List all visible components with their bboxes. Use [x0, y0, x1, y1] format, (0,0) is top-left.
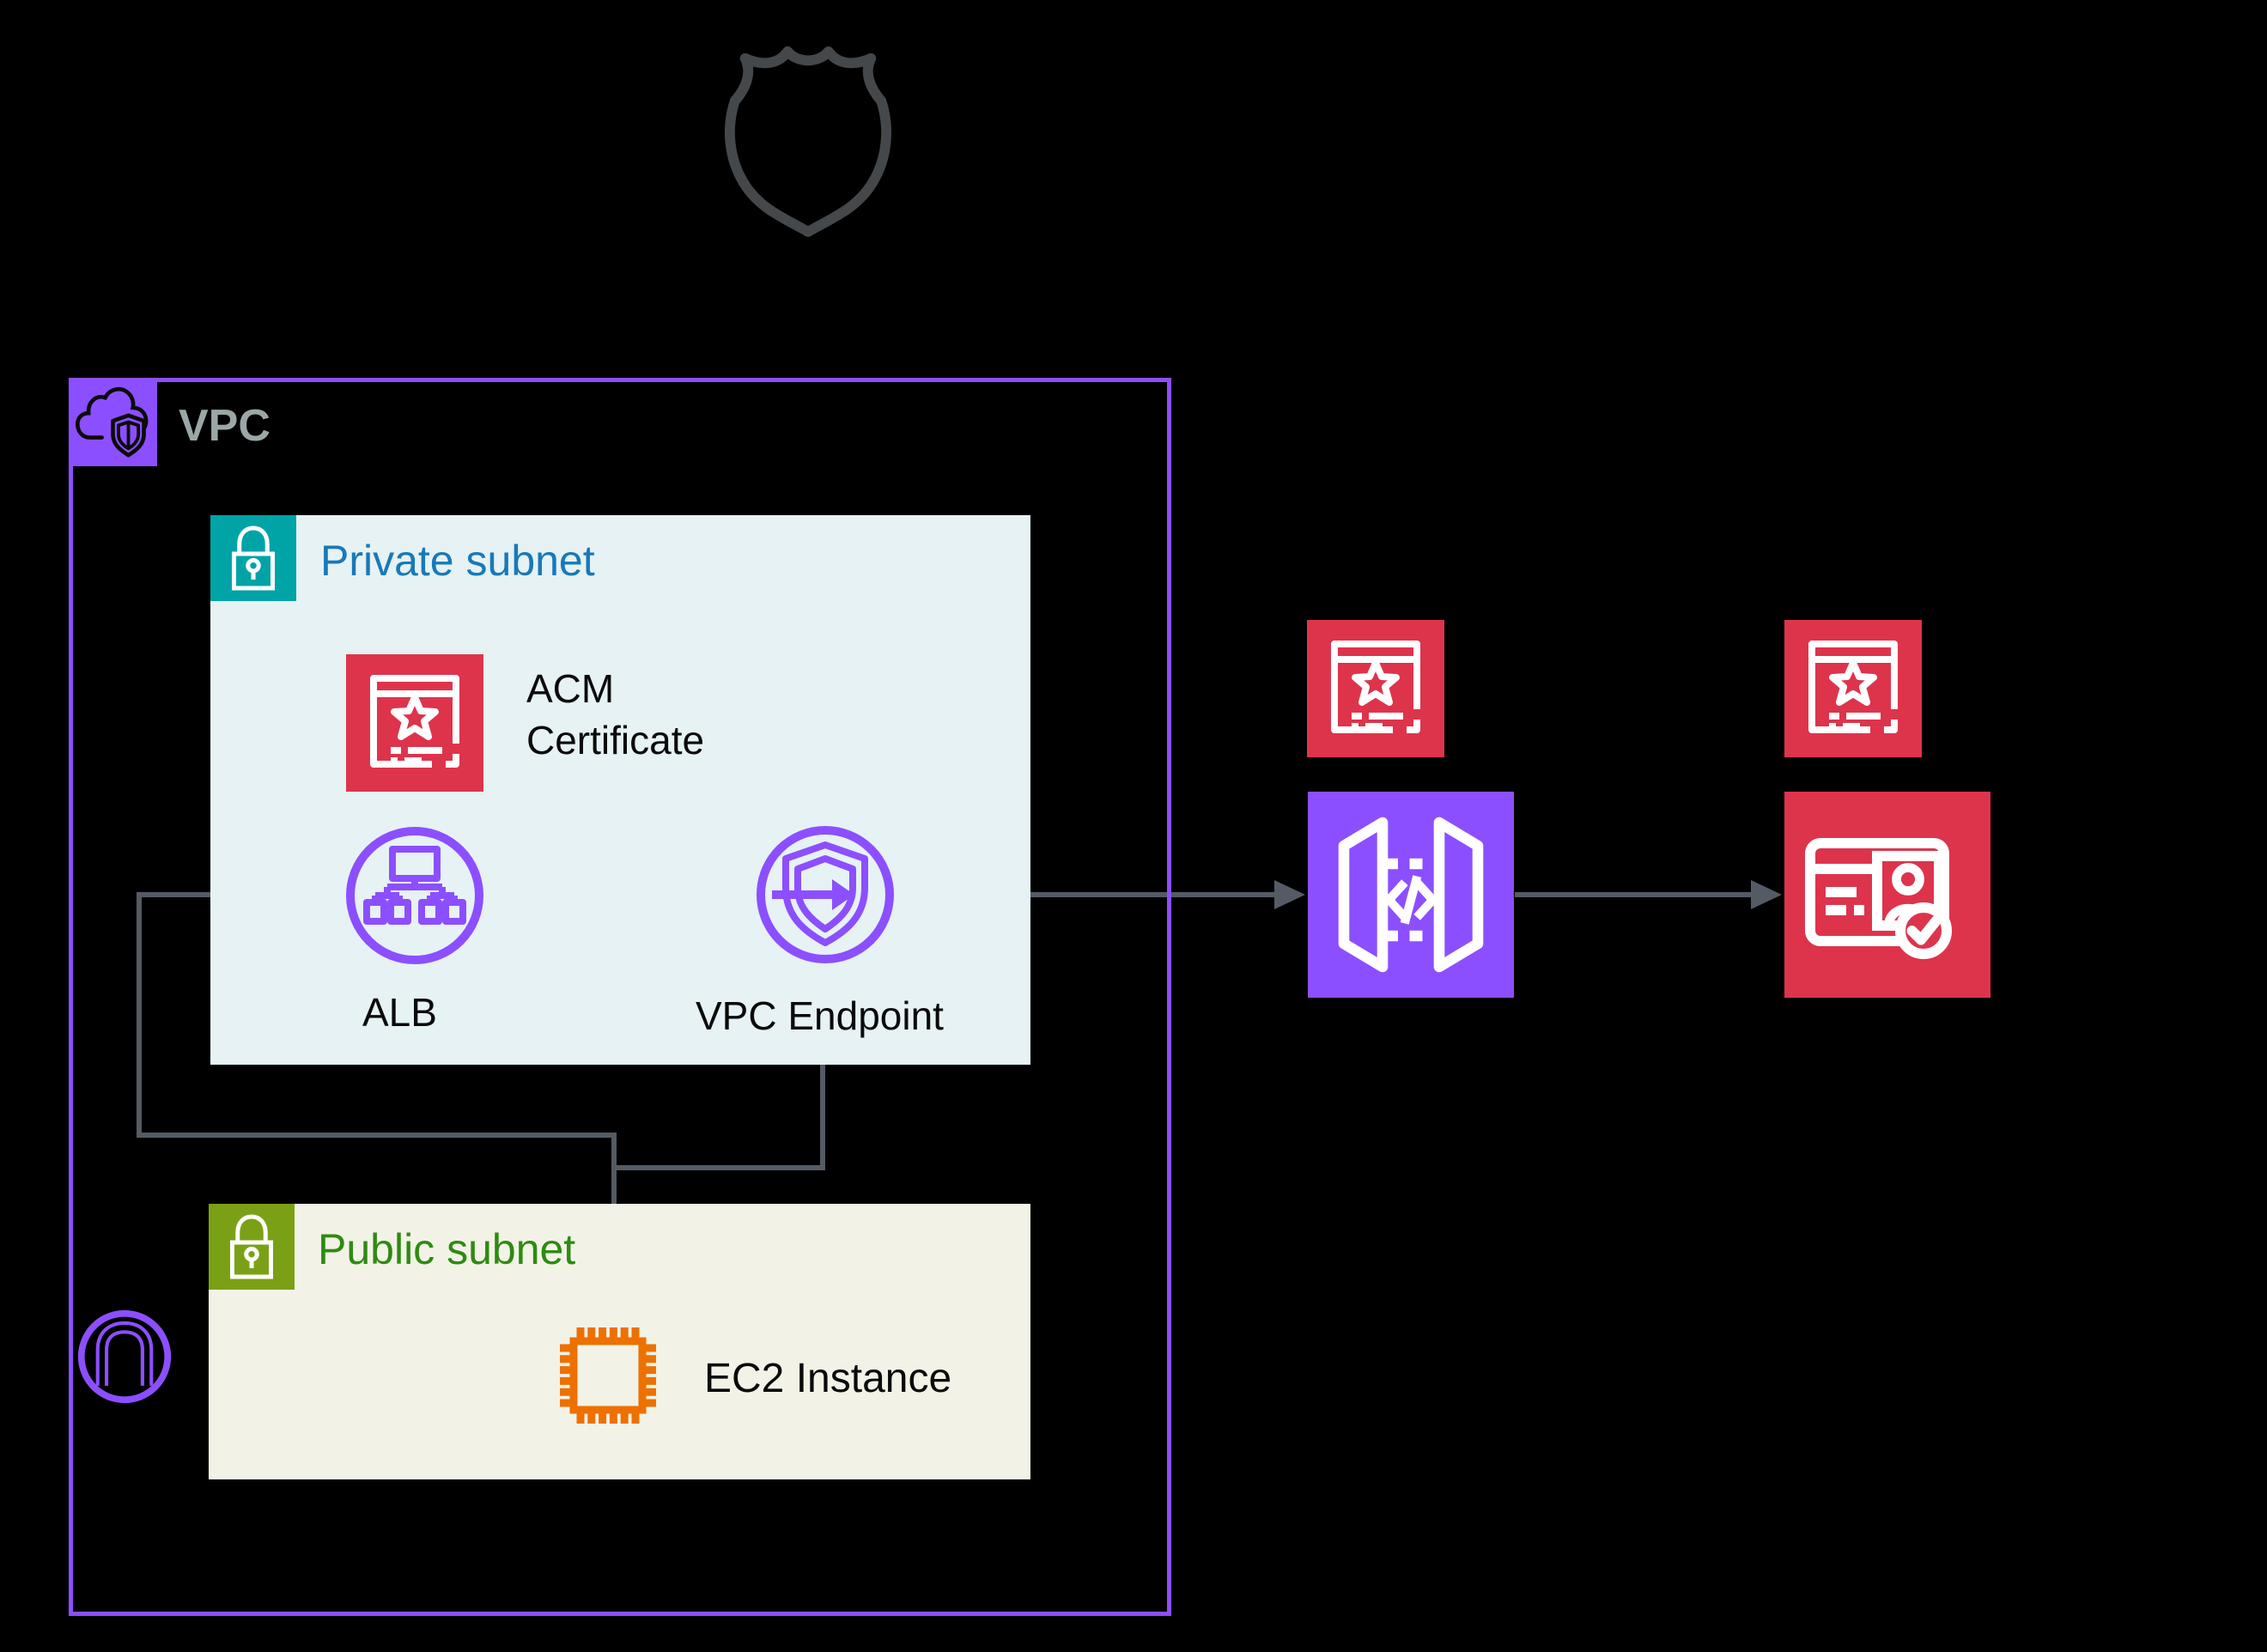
connector-ec2-to-alb	[137, 892, 617, 1307]
gateway-arch-icon	[77, 1309, 172, 1404]
vpc-endpoint-label: VPC Endpoint	[696, 993, 944, 1038]
security-badge-icon	[725, 46, 892, 237]
vpc-group-box	[69, 378, 1171, 1616]
private-subnet-label: Private subnet	[320, 537, 595, 585]
vpc-cloud-shield-icon	[69, 378, 157, 466]
certificate-star-icon-right	[1784, 620, 1922, 757]
alb-icon	[346, 827, 483, 964]
public-subnet-lock-icon	[209, 1204, 295, 1290]
arrowhead-into-ca	[1751, 880, 1782, 909]
api-gateway-icon	[1308, 792, 1514, 998]
certificate-star-icon-left	[1307, 620, 1444, 757]
alb-label: ALB	[362, 990, 437, 1035]
ec2-instance-label: EC2 Instance	[704, 1356, 952, 1401]
acm-certificate-icon	[346, 654, 483, 792]
private-subnet-lock-icon	[210, 515, 296, 601]
vpc-endpoint-icon	[757, 826, 894, 963]
acm-certificate-label: ACM Certificate	[526, 666, 705, 762]
arrowhead-into-apigw	[1274, 880, 1305, 909]
public-subnet-label: Public subnet	[318, 1225, 576, 1273]
id-card-check-icon	[1784, 792, 1990, 998]
ec2-instance-icon	[560, 1327, 656, 1424]
private-subnet-box	[210, 515, 1030, 1065]
vpc-label: VPC	[179, 401, 270, 451]
